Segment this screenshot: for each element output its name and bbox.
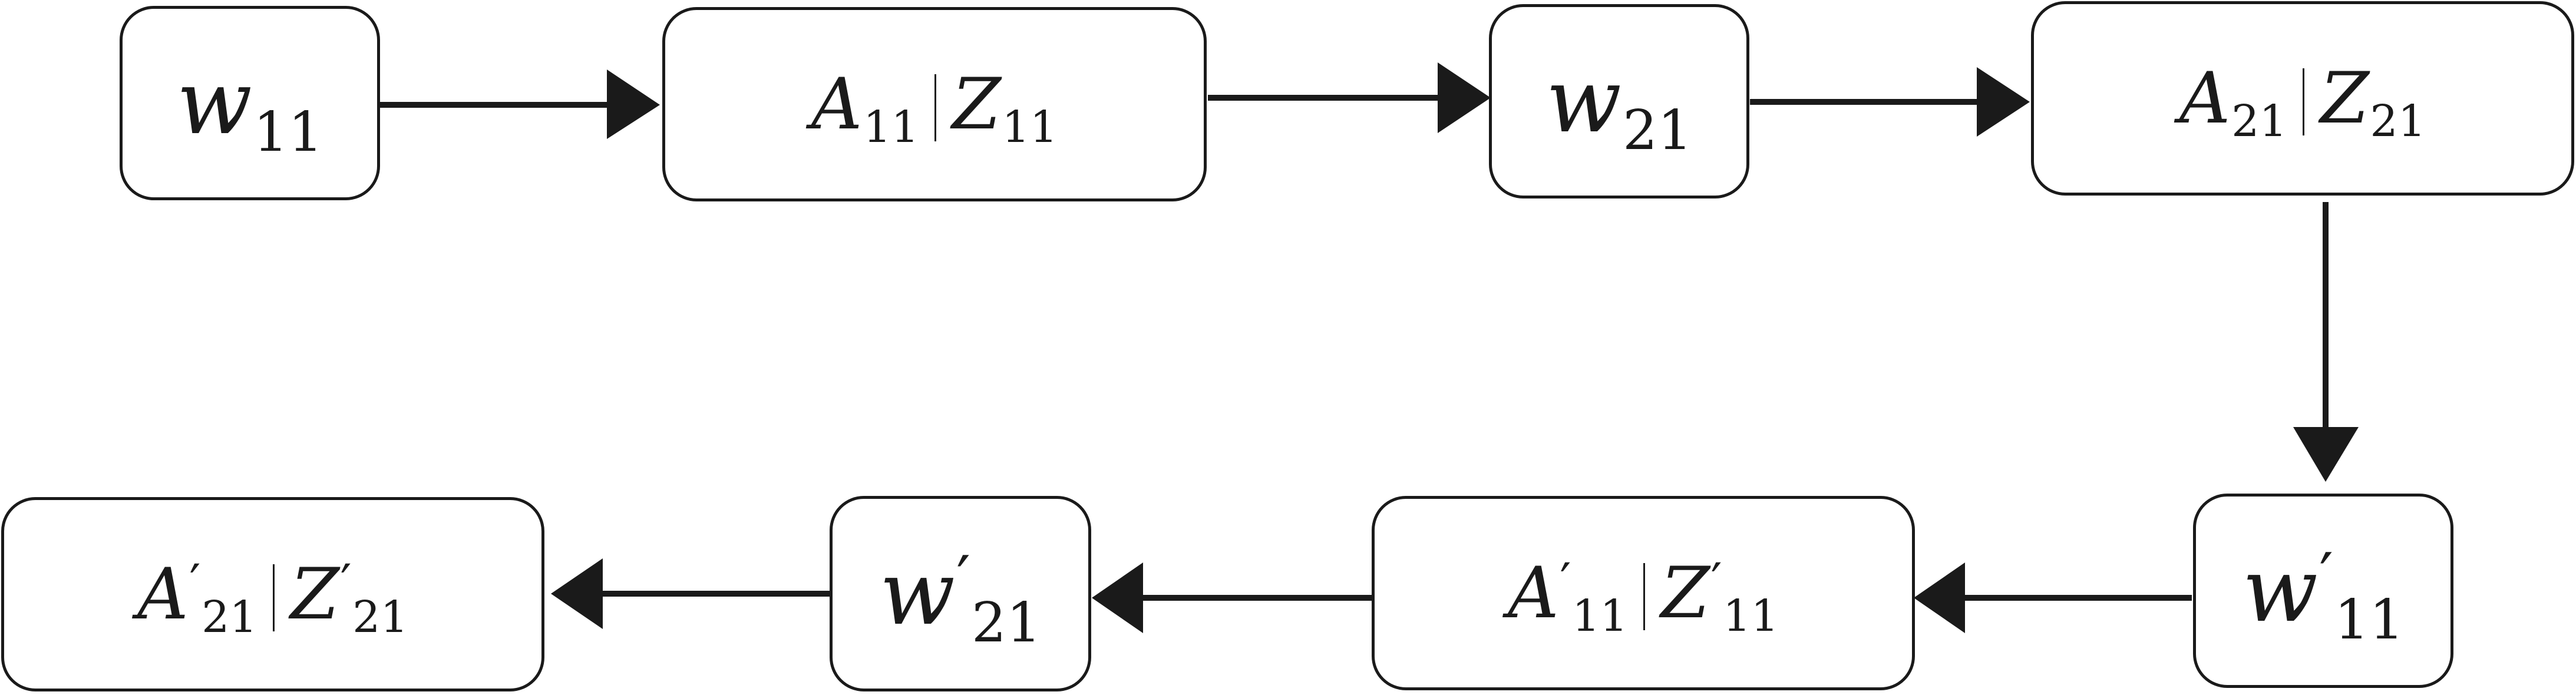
arrow-w21p-to-az21p [551, 558, 830, 629]
node-a11-z11-prime-a-subscript: 11 [1572, 590, 1628, 642]
node-a21-z21-divider [2303, 68, 2305, 135]
node-a11-z11-a-symbol: A [811, 63, 863, 145]
node-a21-z21-prime-z-symbol: Z [290, 553, 339, 636]
node-a21-z21-prime-a-subscript: 21 [202, 591, 257, 643]
node-a11-z11-prime-divider [1643, 563, 1646, 630]
node-w21-prime-mark: ′ [956, 543, 971, 615]
node-a11-z11-a-subscript: 11 [863, 101, 919, 153]
node-a21-z21-a-symbol: A [2179, 57, 2231, 140]
node-a11-z11-z-subscript: 11 [1002, 101, 1058, 153]
node-a11-z11-prime-z-mark: ′ [1710, 552, 1722, 610]
node-a21-z21-prime-a-mark: ′ [189, 553, 201, 611]
arrow-w11p-to-az11p [1914, 562, 2192, 633]
arrow-az11p-to-w21p [1092, 562, 1372, 633]
node-w11-prime-subscript: 11 [2334, 587, 2405, 651]
node-a21-z21-prime: A′21 Z′21 [1, 497, 544, 691]
node-w11-prime: w′11 [2193, 494, 2453, 688]
node-a21-z21-z-symbol: Z [2320, 57, 2369, 140]
node-a21-z21-prime-z-subscript: 21 [352, 591, 408, 643]
node-w21-prime: w′21 [830, 496, 1091, 691]
node-w11-prime-mark: ′ [2319, 540, 2334, 613]
node-a21-z21-prime-z-mark: ′ [340, 553, 352, 611]
node-a11-z11-prime-z-subscript: 11 [1723, 590, 1779, 642]
arrow-w21-to-az21 [1750, 67, 2030, 137]
node-a11-z11-z-symbol: Z [952, 63, 1001, 145]
node-a11-z11-prime: A′11 Z′11 [1372, 496, 1915, 690]
node-w11-subscript: 11 [253, 100, 323, 164]
node-a11-z11-divider [934, 74, 937, 141]
node-a21-z21-z-subscript: 21 [2370, 95, 2426, 147]
arrow-az11-to-w21 [1208, 62, 1491, 133]
node-w21-prime-symbol: w [879, 542, 956, 645]
node-a21-z21-a-subscript: 21 [2231, 95, 2287, 147]
node-a21-z21-prime-divider [273, 564, 275, 631]
arrow-az21-to-w11p [2293, 202, 2359, 482]
node-w21-subscript: 21 [1622, 98, 1693, 162]
node-w21-symbol: w [1545, 50, 1622, 153]
node-a11-z11-prime-a-symbol: A [1508, 552, 1559, 634]
node-w11-prime-symbol: w [2242, 540, 2319, 642]
node-a11-z11-prime-a-mark: ′ [1560, 552, 1571, 610]
node-a21-z21-prime-a-symbol: A [137, 553, 189, 636]
arrow-w11-to-az11 [380, 70, 660, 139]
node-w21-prime-subscript: 21 [971, 590, 1042, 654]
node-w11-symbol: w [176, 52, 253, 154]
node-a11-z11-prime-z-symbol: Z [1660, 552, 1710, 634]
